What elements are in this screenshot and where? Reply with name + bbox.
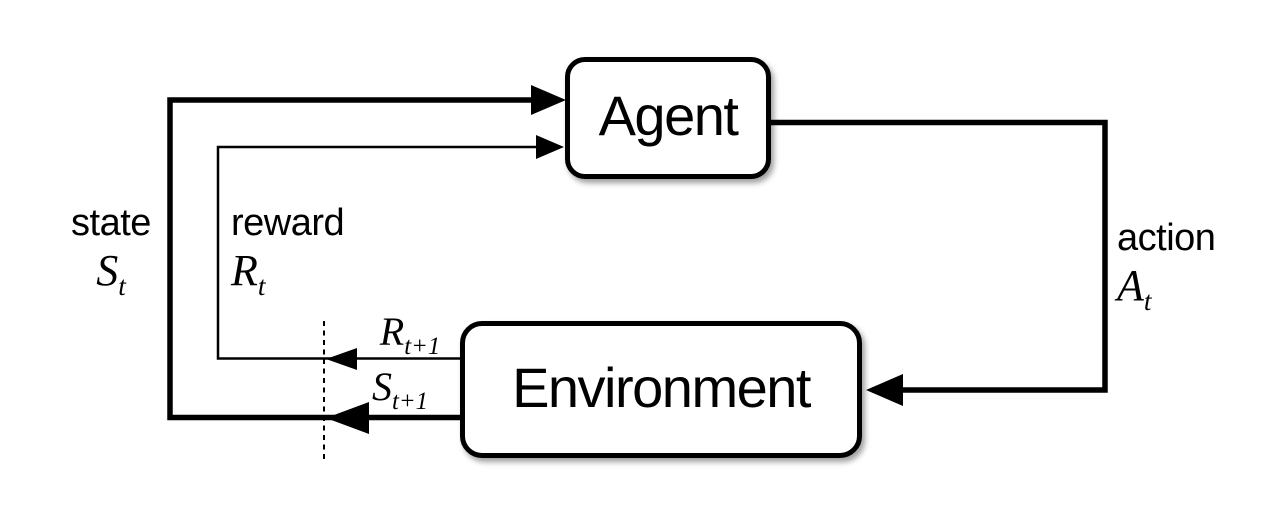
next-reward-symbol: Rt+1 [370,309,450,359]
action-line [771,119,1108,393]
next-state-label: St+1 [358,364,442,414]
environment-node: Environment [460,321,862,458]
action-word: action [1117,217,1216,259]
action-label-group: action At [1117,217,1267,314]
state-line [167,97,548,421]
state-word: state [71,202,151,244]
action-symbol: At [1117,260,1267,314]
next-reward-symbol-letter: R [379,309,405,354]
reward-symbol-letter: R [231,245,258,295]
state-label-group: state St [58,202,164,299]
action-symbol-subscript: t [1143,285,1152,316]
agent-node-label: Agent [598,84,739,147]
reward-word: reward [231,202,345,244]
action-symbol-letter: A [1117,260,1144,310]
state-into-agent-arrowhead [531,85,566,115]
state-symbol-letter: S [96,245,119,295]
state-symbol: St [58,245,164,299]
agent-node: Agent [565,57,771,179]
next-state-symbol-subscript: t+1 [391,388,429,415]
next-state-symbol: St+1 [358,364,442,414]
next-reward-arrowhead [326,348,357,370]
next-state-arrowhead [326,402,369,434]
environment-node-label: Environment [512,355,811,419]
next-reward-label: Rt+1 [370,309,450,359]
action-into-environment-arrowhead [866,374,903,406]
next-reward-symbol-subscript: t+1 [404,333,441,360]
reward-symbol-subscript: t [257,270,266,301]
reward-label-group: reward Rt [231,202,381,299]
reward-into-agent-arrowhead [536,135,564,159]
state-symbol-subscript: t [118,270,126,301]
reward-symbol: Rt [231,245,381,299]
next-state-symbol-letter: S [371,364,392,409]
